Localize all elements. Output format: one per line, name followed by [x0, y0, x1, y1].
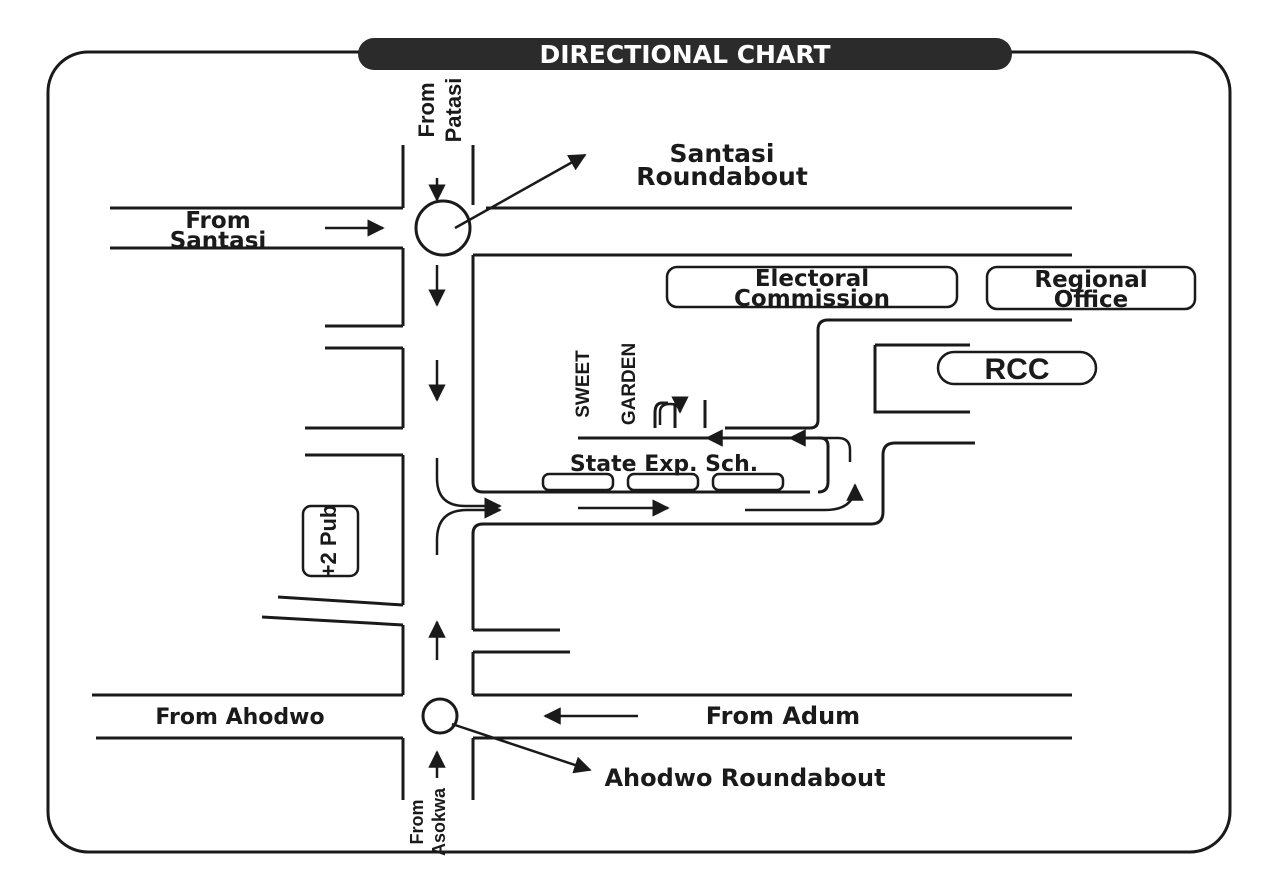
santasi-roundabout-circle	[414, 199, 472, 257]
map-title: DIRECTIONAL CHART	[539, 40, 830, 69]
west-side-streets	[261, 324, 404, 627]
svg-text:From: From	[185, 208, 250, 234]
east-branch-road	[498, 436, 975, 526]
svg-text:Electoral: Electoral	[755, 266, 869, 292]
svg-text:Patasi: Patasi	[441, 78, 466, 143]
school-buildings	[541, 472, 785, 492]
school-building-3	[711, 472, 785, 492]
svg-text:Office: Office	[1054, 287, 1128, 313]
svg-text:From: From	[414, 83, 439, 138]
sweet-garden-label: SWEET GARDEN	[573, 343, 640, 425]
svg-text:Santasi: Santasi	[170, 228, 267, 254]
svg-text:Commission: Commission	[734, 286, 890, 312]
regional-office-box: Regional Office	[985, 265, 1197, 313]
ahodwo-roundabout-circle	[421, 697, 459, 735]
svg-text:Santasi: Santasi	[670, 139, 775, 168]
main-road	[401, 145, 498, 800]
ahodwo-cross-road	[92, 693, 1072, 740]
from-santasi-label: From Santasi	[170, 208, 267, 254]
traffic-arrows	[325, 153, 864, 778]
from-ahodwo-label: From Ahodwo	[155, 705, 324, 730]
school-building-1	[541, 472, 615, 492]
title-banner: DIRECTIONAL CHART	[358, 38, 1012, 70]
svg-text:From: From	[407, 800, 427, 845]
svg-text:RCC: RCC	[985, 353, 1050, 386]
svg-text:Asokwa: Asokwa	[429, 787, 449, 856]
state-exp-label: State Exp. Sch.	[570, 452, 758, 477]
school-building-2	[626, 472, 700, 492]
pub-box: +2 Pub	[301, 505, 360, 578]
svg-text:+2 Pub: +2 Pub	[316, 505, 341, 578]
from-asokwa-label: From Asokwa	[407, 787, 449, 856]
rcc-box: RCC	[936, 350, 1098, 386]
svg-text:GARDEN: GARDEN	[619, 343, 640, 425]
from-patasi-label: From Patasi	[414, 78, 466, 143]
from-adum-label: From Adum	[706, 702, 860, 730]
svg-text:Roundabout: Roundabout	[636, 162, 808, 191]
ahodwo-roundabout-label: Ahodwo Roundabout	[604, 764, 885, 792]
santasi-roundabout-label: Santasi Roundabout	[636, 139, 808, 191]
state-exp-block	[653, 318, 1072, 494]
electoral-commission-box: Electoral Commission	[665, 265, 959, 312]
east-side-streets	[473, 628, 570, 654]
santasi-cross-road	[110, 206, 1072, 257]
svg-text:SWEET: SWEET	[573, 350, 594, 418]
svg-text:Regional: Regional	[1034, 267, 1147, 293]
